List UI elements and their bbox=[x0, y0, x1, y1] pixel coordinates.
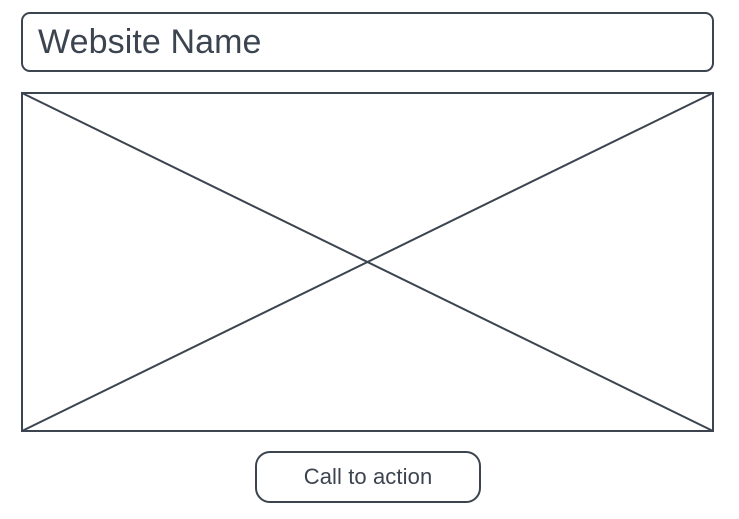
placeholder-diagonal-bl-tr bbox=[21, 92, 714, 432]
call-to-action-label: Call to action bbox=[303, 464, 433, 489]
crossed-box-image-placeholder-icon bbox=[21, 92, 714, 432]
call-to-action-button[interactable]: Call to action bbox=[255, 451, 481, 503]
page-title: Website Name bbox=[38, 23, 262, 61]
image-placeholder[interactable] bbox=[21, 92, 714, 432]
website-name-box[interactable]: Website Name bbox=[21, 12, 714, 72]
